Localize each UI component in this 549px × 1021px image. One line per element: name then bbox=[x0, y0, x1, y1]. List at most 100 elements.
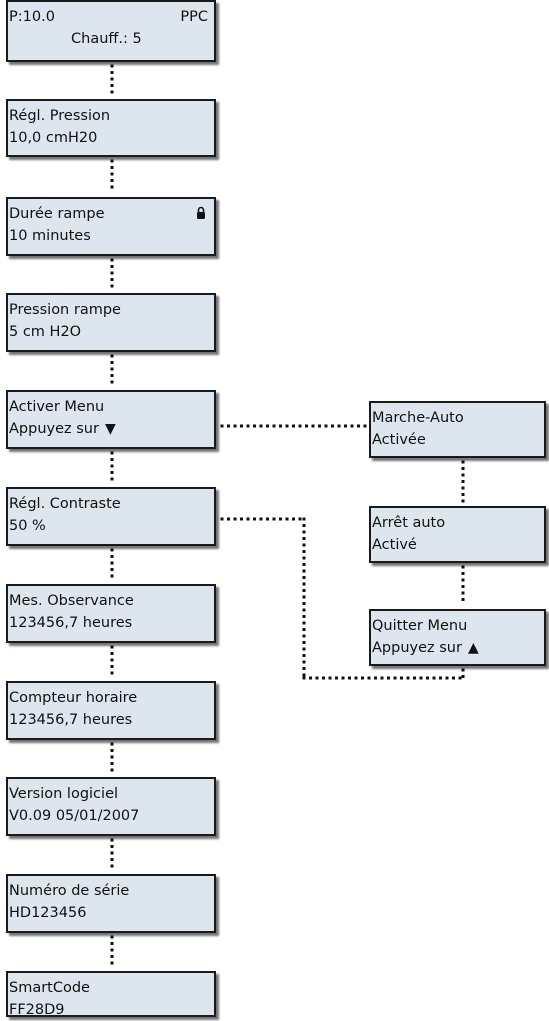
connector-dot bbox=[285, 424, 289, 428]
connector-dot bbox=[110, 361, 114, 364]
lcd-activate-menu: Activer Menu Appuyez sur▼ bbox=[6, 390, 216, 449]
connector-dot bbox=[335, 676, 338, 680]
connector-dot bbox=[285, 517, 289, 521]
sub-vertical-connectors bbox=[461, 460, 465, 678]
connector-dot bbox=[305, 424, 308, 428]
humidifier-readout: Chauff.: 5 bbox=[71, 31, 142, 47]
connector-dot bbox=[374, 676, 377, 680]
connector-dot bbox=[461, 578, 465, 582]
connector-dot bbox=[302, 602, 306, 605]
connector-dot bbox=[302, 621, 306, 625]
connector-dot bbox=[110, 671, 114, 675]
connector-dot bbox=[110, 179, 114, 182]
connector-dot bbox=[266, 424, 269, 428]
connector-dot bbox=[322, 676, 325, 680]
connector-dot bbox=[110, 768, 114, 772]
mode-label: PPC bbox=[180, 9, 208, 25]
connector-dot bbox=[461, 565, 465, 569]
connector-dot bbox=[361, 676, 364, 680]
connector-dot bbox=[318, 424, 321, 428]
connector-dot bbox=[240, 424, 243, 428]
connector-dot bbox=[259, 517, 263, 521]
screen-value: FF28D9 bbox=[9, 1002, 65, 1018]
screen-title: Régl. Contraste bbox=[9, 496, 121, 512]
pressure-readout: P:10.0 bbox=[9, 9, 55, 25]
connector-dot bbox=[302, 569, 306, 573]
connector-dot bbox=[272, 517, 276, 521]
connector-dot bbox=[302, 595, 306, 599]
connector-dot bbox=[302, 530, 306, 534]
connector-dot bbox=[461, 668, 465, 672]
connector-dot bbox=[110, 845, 114, 848]
lcd-pressure-setting: Régl. Pression 10,0 cmH20 bbox=[6, 99, 216, 157]
connector-dot bbox=[331, 424, 334, 428]
connector-dot bbox=[110, 265, 114, 268]
connector-dot bbox=[426, 676, 429, 680]
connector-dot bbox=[367, 676, 371, 680]
screen-title: Mes. Observance bbox=[9, 593, 134, 609]
connector-dot bbox=[110, 645, 114, 649]
connector-dot bbox=[110, 948, 114, 952]
connector-dot bbox=[110, 935, 114, 939]
connector-dot bbox=[110, 71, 114, 74]
connector-dot bbox=[302, 660, 306, 664]
lcd-ramp-pressure: Pression rampe 5 cm H2O bbox=[6, 293, 216, 352]
connector-dot bbox=[110, 451, 114, 455]
connector-dot bbox=[110, 367, 114, 371]
connector-dot bbox=[110, 159, 114, 163]
screen-value: Appuyez sur▼ bbox=[9, 418, 214, 440]
connector-dot bbox=[302, 537, 306, 540]
connector-dot bbox=[110, 568, 114, 571]
connector-dot bbox=[452, 676, 455, 680]
connector-dot bbox=[461, 460, 465, 464]
lcd-hour-counter: Compteur horaire 123456,7 heures bbox=[6, 681, 216, 740]
screen-title: Compteur horaire bbox=[9, 690, 138, 706]
screen-value: Appuyez sur▲ bbox=[372, 637, 544, 659]
connector-dot bbox=[292, 424, 295, 428]
branch-connectors bbox=[220, 424, 462, 680]
connector-dot bbox=[110, 942, 114, 945]
connector-dot bbox=[110, 864, 114, 868]
connector-dot bbox=[315, 676, 319, 680]
connector-dot bbox=[110, 64, 114, 68]
connector-dot bbox=[110, 548, 114, 552]
connector-dot bbox=[302, 576, 306, 579]
lock-icon bbox=[197, 206, 205, 219]
connector-dot bbox=[302, 615, 306, 618]
screen-title: Arrêt auto bbox=[372, 515, 446, 531]
lcd-compliance: Mes. Observance 123456,7 heures bbox=[6, 584, 216, 643]
screen-value: 123456,7 heures bbox=[9, 712, 133, 728]
connector-dot bbox=[302, 654, 306, 657]
screen-title: Pression rampe bbox=[9, 302, 121, 318]
screen-value: HD123456 bbox=[9, 905, 87, 921]
connector-dot bbox=[298, 424, 302, 428]
connector-dot bbox=[259, 424, 263, 428]
connector-dot bbox=[348, 676, 351, 680]
lcd-contrast: Régl. Contraste 50 % bbox=[6, 487, 216, 546]
connector-dot bbox=[110, 271, 114, 275]
connector-dot bbox=[110, 84, 114, 87]
connector-dot bbox=[220, 517, 224, 521]
connector-dot bbox=[110, 90, 114, 94]
connector-dot bbox=[110, 284, 114, 288]
connector-dot bbox=[272, 424, 276, 428]
connector-dot bbox=[110, 458, 114, 461]
connector-dot bbox=[461, 486, 465, 490]
connector-dot bbox=[344, 424, 347, 428]
connector-dot bbox=[110, 185, 114, 189]
connector-dot bbox=[419, 676, 423, 680]
connector-dot bbox=[110, 477, 114, 481]
screen-value: 10,0 cmH20 bbox=[9, 130, 98, 146]
connector-dot bbox=[328, 676, 332, 680]
connector-dot bbox=[309, 676, 312, 680]
connector-dot bbox=[302, 673, 306, 677]
connector-dot bbox=[110, 762, 114, 765]
lcd-serial-number: Numéro de série HD123456 bbox=[6, 874, 216, 933]
connector-dot bbox=[110, 561, 114, 565]
connector-dot bbox=[253, 424, 256, 428]
connector-dot bbox=[461, 493, 465, 496]
lcd-exit-menu: Quitter Menu Appuyez sur▲ bbox=[369, 609, 546, 666]
connector-dot bbox=[110, 380, 114, 384]
connector-dot bbox=[461, 675, 465, 678]
